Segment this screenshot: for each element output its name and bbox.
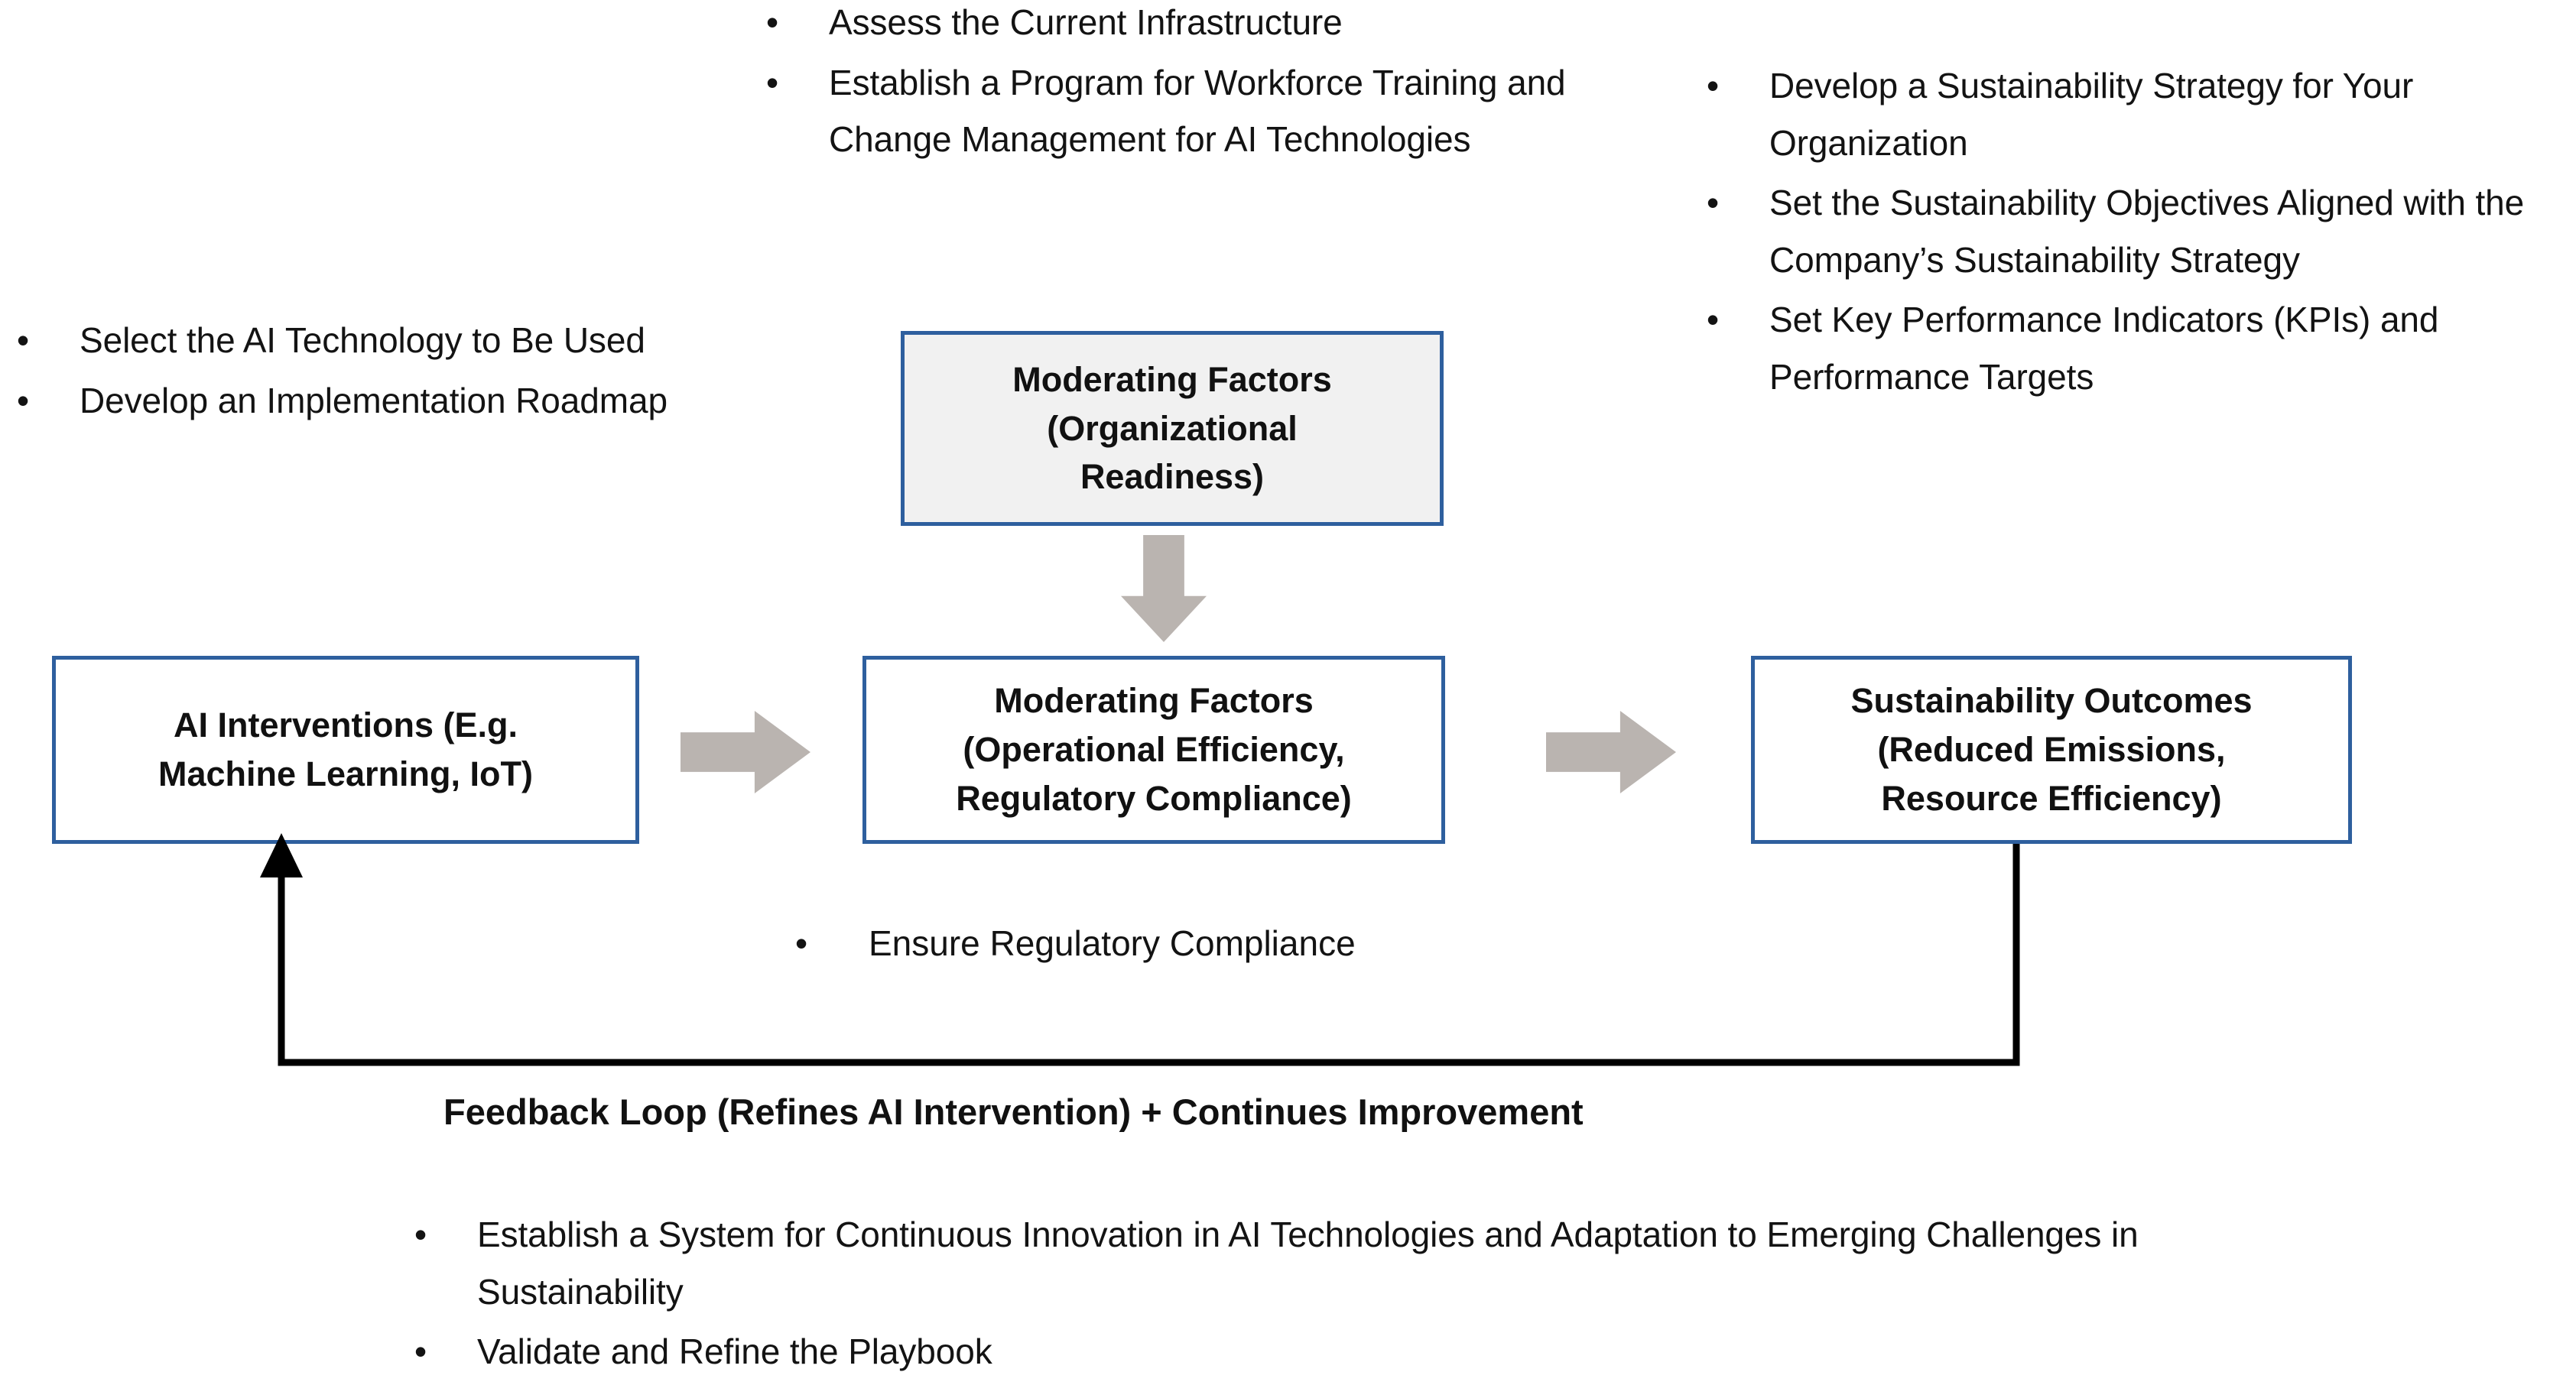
bullet-list-bottom: • Establish a System for Continuous Inno…	[398, 1206, 2233, 1383]
note-text: Ensure Regulatory Compliance	[869, 923, 1356, 963]
arrow-down-icon	[1121, 535, 1207, 642]
list-item: • Develop a Sustainability Strategy for …	[1690, 57, 2576, 171]
bullet-dot-icon: •	[795, 923, 808, 963]
list-item-text: Establish a System for Continuous Innova…	[477, 1215, 2139, 1312]
box-moderating-factors-operational[interactable]: Moderating Factors (Operational Efficien…	[862, 656, 1445, 844]
bullet-list-top-center: • Assess the Current Infrastructure • Es…	[749, 0, 1567, 171]
list-item-text: Set Key Performance Indicators (KPIs) an…	[1769, 300, 2439, 397]
bullet-dot-icon: •	[766, 2, 779, 42]
bullet-dot-icon: •	[1707, 66, 1720, 105]
box-label: Sustainability Outcomes (Reduced Emissio…	[1850, 681, 2253, 818]
arrow-right-icon-2	[1546, 711, 1676, 793]
bullet-dot-icon: •	[1707, 183, 1720, 223]
bullet-dot-icon: •	[414, 1215, 427, 1254]
box-label: Moderating Factors (Operational Efficien…	[956, 681, 1352, 818]
feedback-loop-caption: Feedback Loop (Refines AI Intervention) …	[443, 1091, 1584, 1132]
bullet-dot-icon: •	[766, 62, 779, 102]
box-moderating-factors-organizational-readiness[interactable]: Moderating Factors (Organizational Readi…	[901, 331, 1444, 526]
list-item-text: Establish a Program for Workforce Traini…	[829, 62, 1566, 160]
bullet-dot-icon: •	[414, 1332, 427, 1372]
box-ai-interventions[interactable]: AI Interventions (E.g. Machine Learning,…	[52, 656, 639, 844]
list-item: • Set the Sustainability Objectives Alig…	[1690, 174, 2576, 288]
bullet-dot-icon: •	[1707, 300, 1720, 340]
list-item-text: Develop an Implementation Roadmap	[80, 380, 668, 420]
bullet-list-top-right: • Develop a Sustainability Strategy for …	[1690, 57, 2576, 408]
note-ensure-regulatory-compliance: • Ensure Regulatory Compliance	[795, 921, 1356, 967]
list-item: • Assess the Current Infrastructure	[749, 0, 1567, 51]
bullet-dot-icon: •	[17, 320, 30, 360]
box-sustainability-outcomes[interactable]: Sustainability Outcomes (Reduced Emissio…	[1751, 656, 2352, 844]
bullet-list-left: • Select the AI Technology to Be Used • …	[0, 312, 734, 432]
list-item-text: Develop a Sustainability Strategy for Yo…	[1769, 66, 2414, 163]
list-item: • Establish a System for Continuous Inno…	[398, 1206, 2233, 1320]
list-item: • Validate and Refine the Playbook	[398, 1323, 2233, 1380]
bullet-dot-icon: •	[17, 380, 30, 420]
box-label: Moderating Factors (Organizational Readi…	[1012, 359, 1332, 497]
list-item-text: Select the AI Technology to Be Used	[80, 320, 645, 360]
list-item: • Set Key Performance Indicators (KPIs) …	[1690, 291, 2576, 405]
list-item: • Develop an Implementation Roadmap	[0, 372, 734, 430]
list-item: • Select the AI Technology to Be Used	[0, 312, 734, 369]
arrow-right-icon-1	[681, 711, 810, 793]
list-item-text: Validate and Refine the Playbook	[477, 1332, 992, 1372]
list-item-text: Set the Sustainability Objectives Aligne…	[1769, 183, 2525, 280]
list-item-text: Assess the Current Infrastructure	[829, 2, 1343, 42]
list-item: • Establish a Program for Workforce Trai…	[749, 54, 1567, 168]
box-label: AI Interventions (E.g. Machine Learning,…	[158, 705, 534, 793]
